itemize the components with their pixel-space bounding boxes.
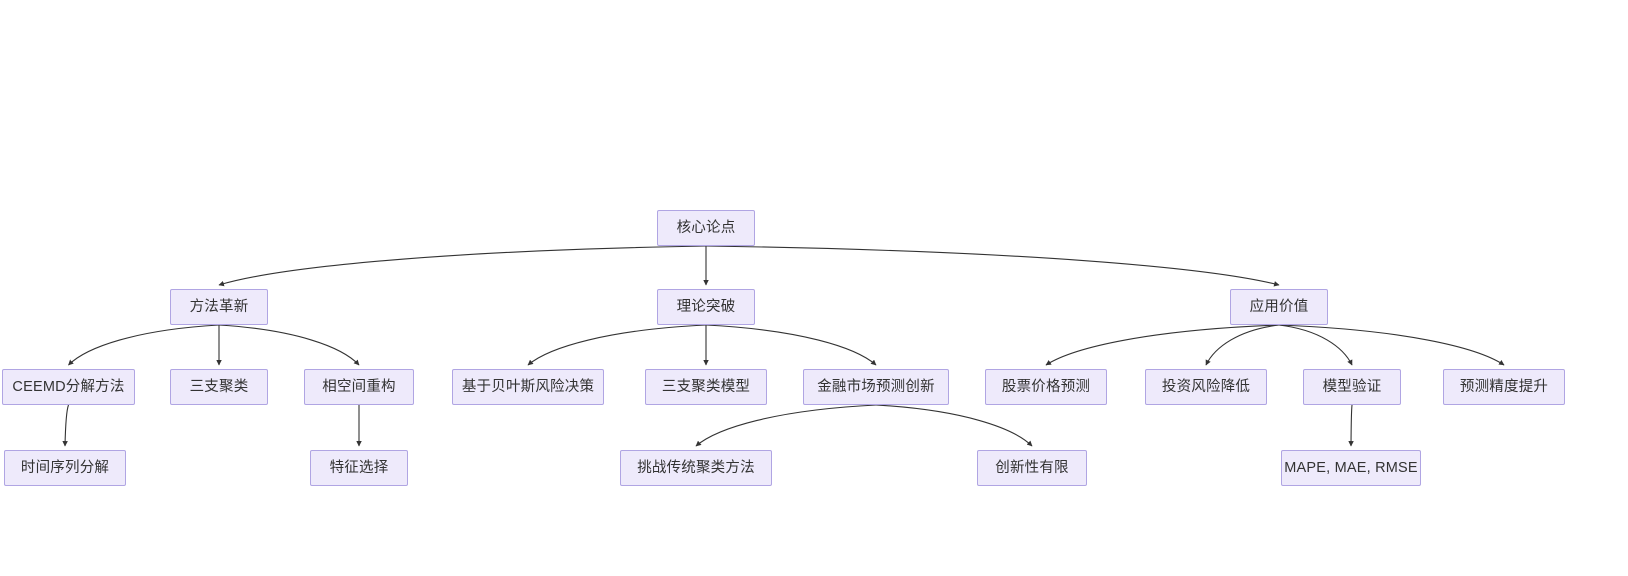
node-label: MAPE, MAE, RMSE (1284, 459, 1418, 476)
node-label: 应用价值 (1249, 298, 1309, 315)
node-label: 股票价格预测 (1001, 378, 1091, 395)
node-metrics[interactable]: MAPE, MAE, RMSE (1281, 450, 1421, 486)
node-finance[interactable]: 金融市场预测创新 (803, 369, 949, 405)
node-value[interactable]: 应用价值 (1230, 289, 1328, 325)
node-label: 特征选择 (329, 459, 389, 476)
edge-theory-to-finance (705, 324, 877, 366)
node-label: 方法革新 (189, 298, 249, 315)
edge-finance-to-challenge (695, 404, 877, 447)
node-ceemd[interactable]: CEEMD分解方法 (2, 369, 135, 405)
edge-value-to-stock (1045, 324, 1280, 366)
node-bayes[interactable]: 基于贝叶斯风险决策 (452, 369, 604, 405)
edge-root-to-value (705, 245, 1280, 287)
node-label: 模型验证 (1322, 378, 1382, 395)
node-phase[interactable]: 相空间重构 (304, 369, 414, 405)
node-challenge[interactable]: 挑战传统聚类方法 (620, 450, 772, 486)
edge-root-to-method (218, 245, 707, 287)
node-tsdecomp[interactable]: 时间序列分解 (4, 450, 126, 486)
node-validate[interactable]: 模型验证 (1303, 369, 1401, 405)
node-tcmodel[interactable]: 三支聚类模型 (645, 369, 767, 405)
node-accuracy[interactable]: 预测精度提升 (1443, 369, 1565, 405)
node-featsel[interactable]: 特征选择 (310, 450, 408, 486)
node-theory[interactable]: 理论突破 (657, 289, 755, 325)
node-label: 预测精度提升 (1459, 378, 1549, 395)
node-limited[interactable]: 创新性有限 (977, 450, 1087, 486)
node-riskdown[interactable]: 投资风险降低 (1145, 369, 1267, 405)
node-threeclus[interactable]: 三支聚类 (170, 369, 268, 405)
node-label: 核心论点 (676, 219, 736, 236)
node-label: 基于贝叶斯风险决策 (461, 378, 595, 395)
node-method[interactable]: 方法革新 (170, 289, 268, 325)
node-label: 投资风险降低 (1161, 378, 1251, 395)
edge-value-to-accuracy (1278, 324, 1505, 366)
node-label: 创新性有限 (995, 459, 1069, 476)
node-label: CEEMD分解方法 (12, 378, 125, 395)
edge-finance-to-limited (875, 404, 1033, 447)
edge-method-to-ceemd (68, 324, 220, 366)
node-label: 金融市场预测创新 (817, 378, 935, 395)
edge-value-to-riskdown (1205, 324, 1280, 366)
edge-method-to-phase (218, 324, 360, 366)
node-label: 三支聚类模型 (661, 378, 751, 395)
edge-value-to-validate (1278, 324, 1353, 366)
node-label: 三支聚类 (189, 378, 249, 395)
node-root[interactable]: 核心论点 (657, 210, 755, 246)
edge-theory-to-bayes (527, 324, 707, 366)
node-label: 时间序列分解 (20, 459, 110, 476)
edge-ceemd-to-tsdecomp (62, 404, 70, 447)
node-stock[interactable]: 股票价格预测 (985, 369, 1107, 405)
node-label: 挑战传统聚类方法 (637, 459, 755, 476)
edge-validate-to-metrics (1348, 404, 1354, 447)
node-label: 理论突破 (676, 298, 736, 315)
node-label: 相空间重构 (322, 378, 396, 395)
